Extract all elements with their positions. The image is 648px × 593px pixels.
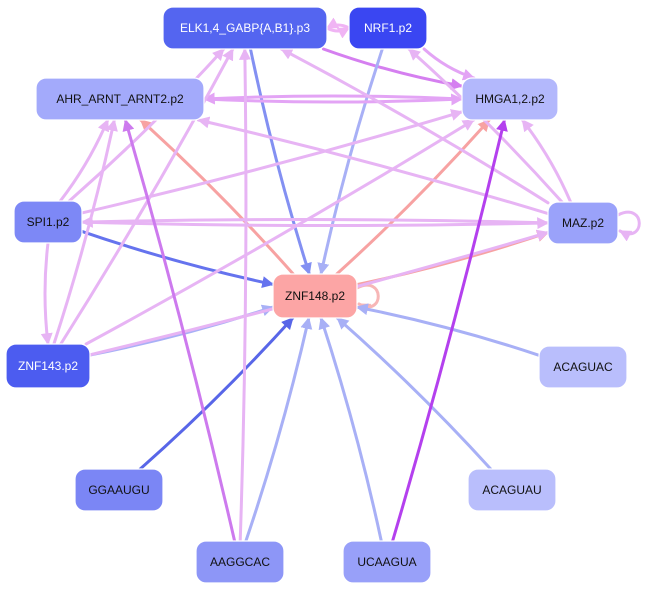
edge-nrf1-to-znf148 [317, 47, 384, 276]
node-hmga[interactable]: HMGA1,2.p2 [461, 77, 559, 121]
node-box-nrf1 [348, 6, 428, 50]
edge-aaggcac-to-elk [238, 47, 251, 543]
edge-aaggcac-to-ahr [122, 118, 237, 543]
edge-spi1-to-znf143 [40, 241, 53, 346]
node-label-ggaaugu: GGAAUGU [88, 483, 149, 497]
edge-elk-to-znf148 [249, 47, 312, 276]
node-box-acaguau [467, 468, 557, 512]
node-label-acaguac: ACAGUAC [553, 360, 613, 374]
edge-maz-to-spi1 [80, 215, 550, 228]
edge-elk-to-nrf1 [325, 26, 351, 39]
node-label-spi1: SPI1.p2 [27, 215, 70, 229]
node-znf143[interactable]: ZNF143.p2 [5, 343, 91, 389]
node-label-acaguau: ACAGUAU [482, 483, 541, 497]
edge-acaguau-to-znf148 [335, 316, 493, 471]
edge-spi1-to-elk [67, 47, 226, 203]
node-spi1[interactable]: SPI1.p2 [13, 200, 83, 244]
node-box-spi1 [13, 200, 83, 244]
edge-maz-to-hmga [520, 118, 573, 204]
node-acaguac[interactable]: ACAGUAC [538, 345, 628, 389]
node-box-elk [162, 6, 328, 50]
node-box-ucaagua [342, 540, 432, 584]
edge-ucaagua-to-znf148 [318, 316, 383, 543]
edge-acaguac-to-znf148 [355, 303, 541, 357]
node-label-znf148: ZNF148.p2 [285, 289, 345, 303]
edge-ggaaugu-to-znf148 [138, 316, 295, 471]
edge-znf143-to-elk [59, 47, 235, 346]
node-label-elk: ELK1,4_GABP{A,B1}.p3 [180, 21, 310, 35]
edges-layer [40, 17, 641, 543]
edge-maz-to-maz [616, 210, 641, 242]
edge-nrf1-to-elk [325, 17, 351, 30]
node-maz[interactable]: MAZ.p2 [547, 201, 619, 245]
edge-maz-to-elk [279, 47, 550, 205]
edge-znf143-to-hmga [84, 118, 476, 346]
node-box-ahr [35, 77, 205, 121]
edge-hmga-to-ahr [202, 92, 464, 105]
edge-ucaagua-to-hmga [391, 118, 508, 543]
node-ucaagua[interactable]: UCAAGUA [342, 540, 432, 584]
edge-spi1-to-ahr [58, 118, 110, 203]
edge-znf143-to-ahr [52, 118, 118, 346]
node-box-znf148 [272, 273, 358, 319]
node-label-maz: MAZ.p2 [562, 216, 604, 230]
node-label-ahr: AHR_ARNT_ARNT2.p2 [56, 92, 184, 106]
node-box-hmga [461, 77, 559, 121]
node-ahr[interactable]: AHR_ARNT_ARNT2.p2 [35, 77, 205, 121]
edge-znf148-to-ahr [139, 118, 295, 276]
node-ggaaugu[interactable]: GGAAUGU [74, 468, 164, 512]
edge-aaggcac-to-znf148 [244, 316, 313, 543]
node-label-hmga: HMGA1,2.p2 [475, 92, 545, 106]
edge-nrf1-to-hmga [422, 47, 476, 81]
node-aaggcac[interactable]: AAGGCAC [195, 540, 285, 584]
edge-znf148-to-znf148 [355, 283, 380, 315]
edge-znf148-to-hmga [335, 118, 491, 276]
node-label-ucaagua: UCAAGUA [357, 555, 416, 569]
edge-spi1-to-hmga [80, 109, 464, 215]
node-box-ggaaugu [74, 468, 164, 512]
nodes-layer: ELK1,4_GABP{A,B1}.p3 NRF1.p2AHR_ARNT_ARNT… [5, 6, 628, 584]
node-box-acaguac [538, 345, 628, 389]
node-label-nrf1: NRF1.p2 [364, 21, 412, 35]
node-box-aaggcac [195, 540, 285, 584]
node-elk[interactable]: ELK1,4_GABP{A,B1}.p3 [162, 6, 328, 50]
node-nrf1[interactable]: NRF1.p2 [348, 6, 428, 50]
node-acaguau[interactable]: ACAGUAU [467, 468, 557, 512]
edge-maz-to-ahr [196, 116, 550, 216]
edge-ahr-to-hmga [202, 93, 464, 106]
node-znf148[interactable]: ZNF148.p2 [272, 273, 358, 319]
edge-spi1-to-znf148 [80, 229, 275, 289]
edge-spi1-to-maz [80, 217, 550, 230]
node-box-znf143 [5, 343, 91, 389]
node-label-znf143: ZNF143.p2 [18, 359, 78, 373]
node-box-maz [547, 201, 619, 245]
node-label-aaggcac: AAGGCAC [210, 555, 270, 569]
edge-maz-to-nrf1 [407, 47, 564, 204]
